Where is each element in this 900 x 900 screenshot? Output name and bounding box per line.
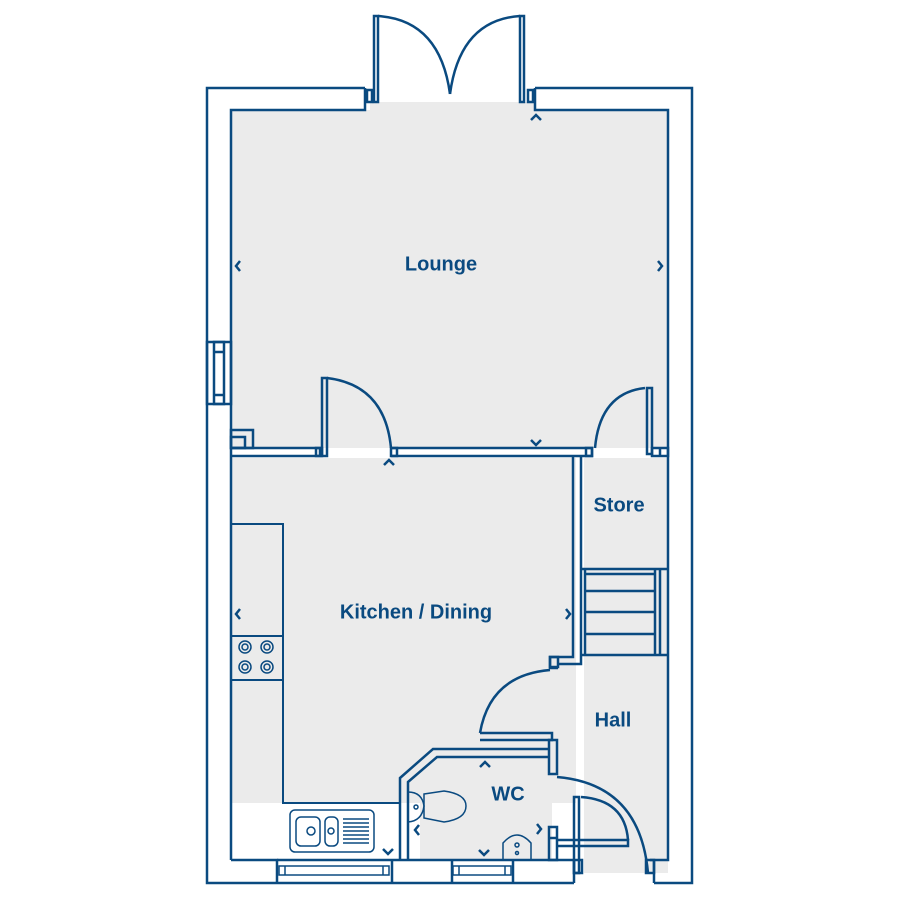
floor-fill (231, 102, 668, 873)
room-label-lounge: Lounge (404, 253, 478, 276)
lounge-side-window (205, 340, 233, 406)
room-label-kitchen-dining: Kitchen / Dining (339, 601, 493, 624)
staircase (581, 567, 668, 657)
dimension-markers (234, 113, 664, 857)
room-label-wc: WC (491, 783, 525, 806)
sink-icon (289, 809, 375, 853)
bottom-walls (277, 858, 656, 885)
lounge-kitchen-wall (229, 376, 670, 458)
front-door (556, 775, 656, 875)
kitchen-window (278, 865, 390, 876)
room-label-hall: Hall (594, 709, 632, 732)
french-doors (365, 14, 535, 104)
wc-window (452, 865, 512, 876)
hob-icon (238, 640, 274, 674)
outer-walls (205, 86, 694, 885)
room-label-store: Store (593, 494, 645, 517)
toilet-icon (407, 790, 467, 823)
basin-icon (502, 834, 532, 860)
kitchen-worktop (231, 523, 400, 804)
store-wall (548, 456, 583, 670)
